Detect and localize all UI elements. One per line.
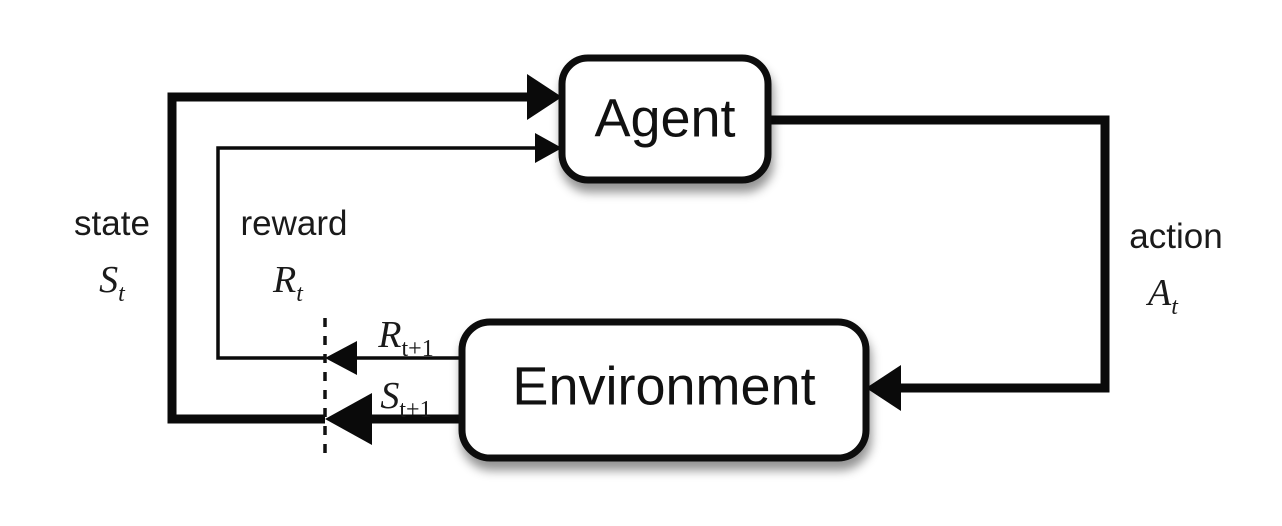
environment-label: Environment [512,356,815,416]
state-word-label: state [74,204,150,243]
reward-subscript: t [296,281,304,307]
state-arrowhead-icon [527,74,562,120]
svg-text:St: St [99,259,126,307]
reward-next-symbol: R [377,314,401,356]
reward-next-subscript: t+1 [402,336,434,362]
svg-text:St+1: St+1 [380,375,431,423]
node-environment[interactable]: Environment [458,318,870,462]
action-edge-line [768,115,1110,393]
reward-next-arrowhead-icon [325,341,357,375]
reward-arrowhead-icon [535,133,562,163]
state-next-subscript: t+1 [399,397,431,423]
edge-reward-to-agent [216,133,562,360]
reward-edge-line [216,146,535,360]
state-next-symbol-label: St+1 [380,375,431,423]
state-symbol: S [99,259,118,301]
state-next-arrowhead-icon [325,393,372,445]
action-symbol-label: At [1145,272,1179,320]
edge-action-to-environment [768,115,1110,411]
reward-symbol: R [272,259,296,301]
environment-box [458,318,870,462]
action-symbol: A [1145,272,1172,314]
svg-text:Rt: Rt [272,259,304,307]
action-subscript: t [1171,294,1179,320]
state-subscript: t [118,281,126,307]
node-agent[interactable]: Agent [558,54,772,184]
state-next-symbol: S [380,375,399,417]
reward-symbol-label: Rt [272,259,304,307]
state-edge-line [167,92,527,424]
state-symbol-label: St [99,259,126,307]
svg-text:At: At [1145,272,1179,320]
agent-label: Agent [594,88,735,148]
action-arrowhead-icon [866,365,901,411]
edge-state-to-agent [167,74,562,424]
reward-next-symbol-label: Rt+1 [377,314,433,362]
edge-reward-next-from-environment [325,341,462,375]
edge-state-next-from-environment [325,393,462,445]
svg-text:Rt+1: Rt+1 [377,314,433,362]
agent-box [558,54,772,184]
reward-word-label: reward [241,204,348,243]
action-word-label: action [1129,217,1222,256]
